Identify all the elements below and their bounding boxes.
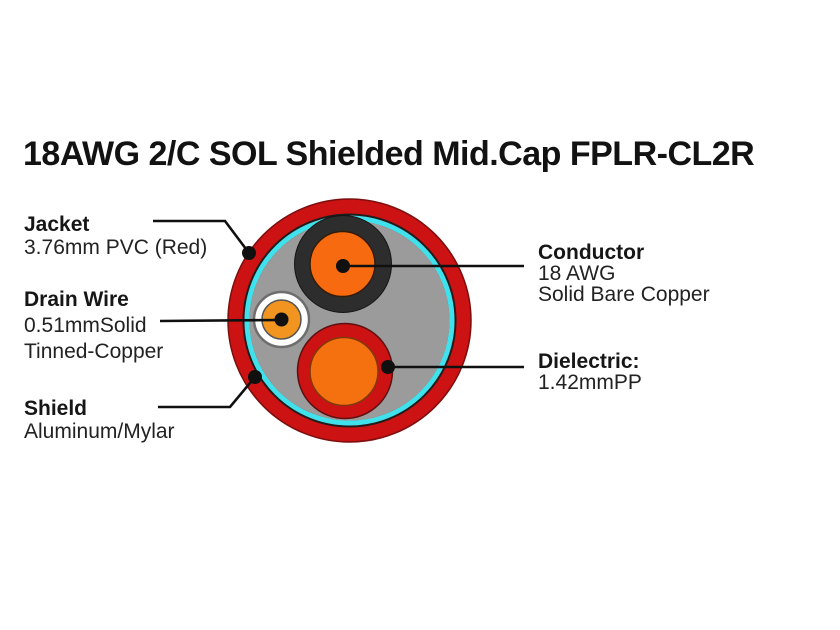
jacket-callout-line: 3.76mm PVC (Red) — [24, 236, 208, 259]
dielectric-callout-line: 1.42mmPP — [538, 371, 642, 394]
shield-marker-dot — [248, 370, 262, 384]
page-title: 18AWG 2/C SOL Shielded Mid.Cap FPLR-CL2R — [23, 135, 755, 173]
drain-wire-callout-line: 0.51mmSolid — [24, 314, 147, 337]
jacket-leader-line — [153, 219, 251, 254]
drain-wire-callout-heading: Drain Wire — [24, 288, 129, 311]
drain-wire-callout: Drain Wire 0.51mmSolid Tinned-Copper — [24, 287, 163, 365]
conductor-callout-line: 18 AWG — [538, 262, 616, 285]
drain-wire-marker-dot — [274, 312, 289, 327]
shield-callout-heading: Shield — [24, 397, 88, 420]
shield-leader-line — [158, 376, 256, 409]
conductor-callout: Conductor 18 AWG Solid Bare Copper — [538, 242, 710, 305]
jacket-callout: Jacket 3.76mm PVC (Red) — [24, 213, 207, 259]
dielectric-core — [309, 336, 379, 407]
conductor-callout-heading: Conductor — [538, 241, 645, 264]
jacket-marker-dot — [242, 246, 256, 260]
drain-wire-leader-line — [159, 318, 282, 323]
dielectric-marker-dot — [381, 360, 395, 374]
dielectric-callout: Dielectric: 1.42mmPP — [538, 351, 642, 393]
shield-callout: Shield Aluminum/Mylar — [24, 397, 175, 443]
jacket-callout-heading: Jacket — [24, 213, 90, 236]
drain-wire-callout-line: Tinned-Copper — [24, 340, 164, 363]
dielectric-callout-heading: Dielectric: — [538, 350, 640, 373]
conductor-marker-dot — [336, 259, 350, 273]
conductor-callout-line: Solid Bare Copper — [538, 283, 710, 306]
shield-callout-line: Aluminum/Mylar — [24, 420, 175, 443]
